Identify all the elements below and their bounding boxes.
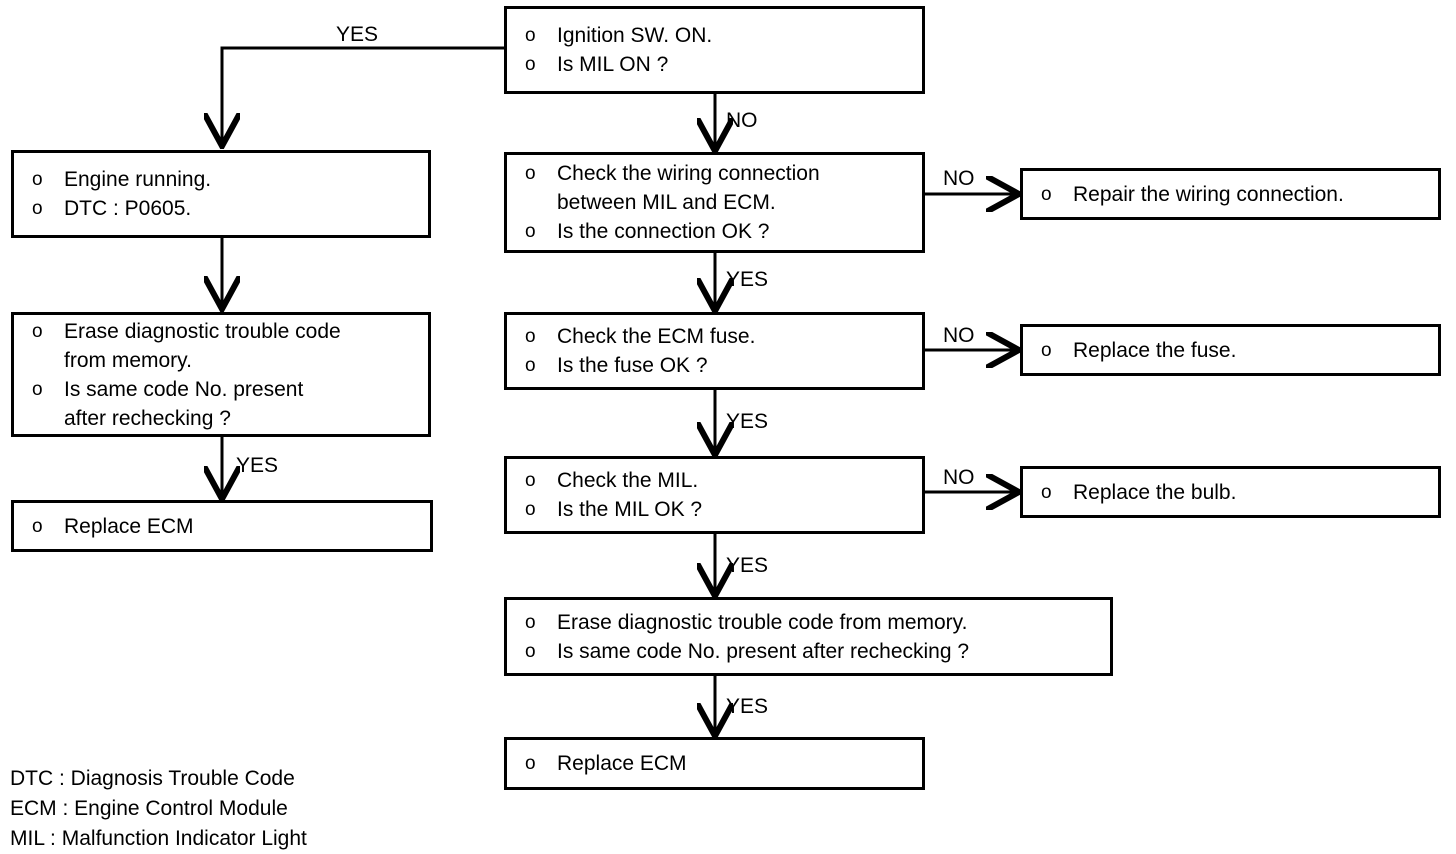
edge-label-no-to-repair-wiring: NO [943,167,975,190]
node-line: o Check the MIL. [525,466,922,495]
node-replace-bulb[interactable]: o Replace the bulb. [1020,466,1441,518]
node-line: between MIL and ECM. [525,188,922,217]
bullet-marker: o [525,221,536,242]
node-line: o Is same code No. present after recheck… [525,637,1110,666]
node-text: Is same code No. present after recheckin… [557,639,970,663]
node-text: Replace ECM [64,514,194,538]
node-text: Is same code No. present [64,377,304,401]
edge-label-yes-to-check-fuse: YES [726,268,769,291]
bullet-marker: o [32,198,43,219]
edge-label-yes-to-replace-ecm-left: YES [236,454,279,477]
legend-ecm: ECM : Engine Control Module [10,797,288,820]
node-ignition[interactable]: o Ignition SW. ON. o Is MIL ON ? [504,6,925,94]
edge-label-no-to-replace-bulb: NO [943,466,975,489]
node-text: Check the wiring connection [557,162,820,185]
node-line: after rechecking ? [32,404,428,433]
node-text: Erase diagnostic trouble code [64,319,341,343]
node-text: Replace the bulb. [1073,480,1237,504]
node-line: o Is the connection OK ? [525,217,922,246]
node-line: o Erase diagnostic trouble code [32,317,428,346]
bullet-marker: o [525,470,536,491]
node-text: Is the MIL OK ? [557,498,703,521]
bullet-marker: o [525,25,536,46]
bullet-marker: o [32,378,43,400]
node-line: o Replace the bulb. [1041,478,1438,507]
node-line: o Erase diagnostic trouble code from mem… [525,608,1110,637]
node-line: o Is same code No. present [32,375,428,404]
node-line: o Replace ECM [525,749,922,778]
legend-mil: MIL : Malfunction Indicator Light [10,827,307,850]
bullet-marker: o [1041,183,1052,205]
bullet-marker: o [525,640,536,662]
node-text: Check the MIL. [557,469,699,492]
node-check-mil[interactable]: o Check the MIL. o Is the MIL OK ? [504,456,925,534]
node-line: o Ignition SW. ON. [525,21,922,50]
node-text: Is MIL ON ? [557,53,669,76]
bullet-marker: o [1041,481,1052,503]
bullet-marker: o [525,326,536,347]
legend-dtc: DTC : Diagnosis Trouble Code [10,767,295,790]
node-text: Erase diagnostic trouble code from memor… [557,610,968,634]
edge-label-yes-to-replace-ecm-center: YES [726,695,769,718]
node-line: o Repair the wiring connection. [1041,180,1438,209]
bullet-marker: o [525,499,536,520]
node-line: o DTC : P0605. [32,194,428,223]
node-erase-left[interactable]: o Erase diagnostic trouble code from mem… [11,312,431,437]
node-engine-running[interactable]: o Engine running. o DTC : P0605. [11,150,431,238]
node-text: Check the ECM fuse. [557,325,756,348]
node-check-wiring[interactable]: o Check the wiring connection between MI… [504,152,925,253]
edge-label-no-to-check-wiring: NO [726,109,758,132]
edge-label-no-to-replace-fuse: NO [943,324,975,347]
bullet-marker: o [525,54,536,75]
node-line: o Is the fuse OK ? [525,351,922,380]
node-text: Replace the fuse. [1073,338,1237,362]
bullet-marker: o [32,169,43,190]
bullet-marker: o [525,611,536,633]
bullet-marker: o [32,320,43,342]
node-line: o Replace the fuse. [1041,336,1438,365]
node-line: from memory. [32,346,428,375]
node-line: o Is the MIL OK ? [525,495,922,524]
node-text: Replace ECM [557,752,687,775]
node-text: DTC : P0605. [64,197,192,220]
node-replace-ecm-center[interactable]: o Replace ECM [504,737,925,790]
bullet-marker: o [525,355,536,376]
node-replace-fuse[interactable]: o Replace the fuse. [1020,324,1441,376]
edge-yes-to-engine [222,46,504,143]
node-replace-ecm-left[interactable]: o Replace ECM [11,500,433,552]
node-text: Is the connection OK ? [557,220,770,243]
node-line: o Is MIL ON ? [525,50,922,79]
node-erase-center[interactable]: o Erase diagnostic trouble code from mem… [504,597,1113,676]
edge-label-yes-to-check-mil: YES [726,410,769,433]
node-text: from memory. [64,348,192,372]
edge-label-yes-to-engine: YES [336,23,379,46]
bullet-marker: o [1041,339,1052,361]
node-line: o Replace ECM [32,512,430,541]
bullet-marker: o [32,515,43,537]
bullet-marker: o [525,163,536,184]
node-text: Is the fuse OK ? [557,354,708,377]
node-repair-wiring[interactable]: o Repair the wiring connection. [1020,168,1441,220]
edge-label-yes-to-erase-center: YES [726,554,769,577]
node-text: Engine running. [64,168,212,191]
node-text: after rechecking ? [64,406,231,430]
node-line: o Engine running. [32,165,428,194]
node-check-ecm-fuse[interactable]: o Check the ECM fuse. o Is the fuse OK ? [504,312,925,390]
node-text: Ignition SW. ON. [557,24,713,47]
bullet-marker: o [525,753,536,774]
node-line: o Check the wiring connection [525,159,922,188]
node-text: between MIL and ECM. [557,191,776,214]
node-text: Repair the wiring connection. [1073,182,1344,206]
node-line: o Check the ECM fuse. [525,322,922,351]
